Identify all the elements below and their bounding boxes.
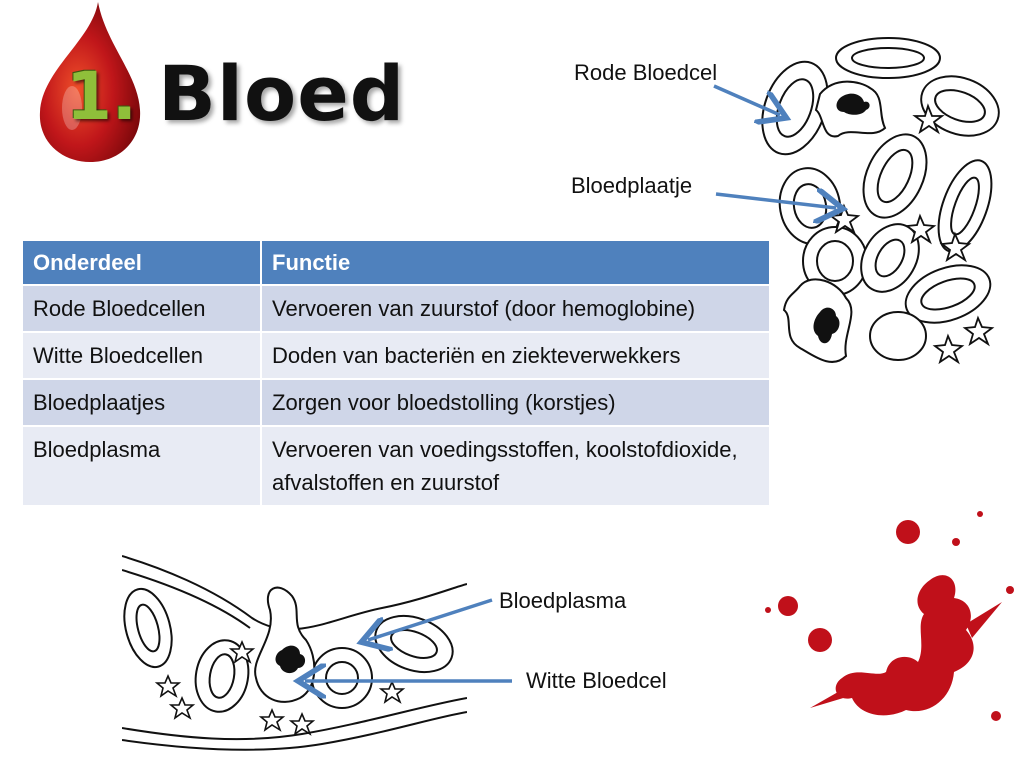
cell-function: Vervoeren van zuurstof (door hemoglobine… <box>260 284 771 333</box>
blood-vessel-illustration <box>122 555 467 751</box>
label-blood-plasma: Bloedplasma <box>499 588 627 613</box>
cell-function: Vervoeren van voedingsstoffen, koolstofd… <box>260 425 771 507</box>
title-number: 1. <box>66 58 137 135</box>
blood-splatter-image <box>765 511 1014 721</box>
column-header-part: Onderdeel <box>21 239 262 286</box>
cell-function: Zorgen voor bloedstolling (korstjes) <box>260 378 771 427</box>
table-row: Bloedplasma Vervoeren van voedingsstoffe… <box>21 425 771 507</box>
table-row: Rode Bloedcellen Vervoeren van zuurstof … <box>21 284 771 333</box>
column-header-function: Functie <box>260 239 771 286</box>
cell-part: Bloedplaatjes <box>21 378 262 427</box>
cell-part: Bloedplasma <box>21 425 262 507</box>
cell-part: Witte Bloedcellen <box>21 331 262 380</box>
cell-function: Doden van bacteriën en ziekteverwekkers <box>260 331 771 380</box>
page-title: Bloed <box>158 49 406 138</box>
cell-part: Rode Bloedcellen <box>21 284 262 333</box>
table-header-row: Onderdeel Functie <box>21 239 771 286</box>
blood-drop-icon <box>39 2 141 162</box>
label-red-blood-cell: Rode Bloedcel <box>574 60 718 85</box>
table-row: Bloedplaatjes Zorgen voor bloedstolling … <box>21 378 771 427</box>
blood-cells-illustration <box>761 37 1000 365</box>
label-white-blood-cell: Witte Bloedcel <box>526 668 667 693</box>
table-row: Witte Bloedcellen Doden van bacteriën en… <box>21 331 771 380</box>
label-platelet: Bloedplaatje <box>571 173 693 198</box>
blood-components-table: Onderdeel Functie Rode Bloedcellen Vervo… <box>21 239 771 507</box>
